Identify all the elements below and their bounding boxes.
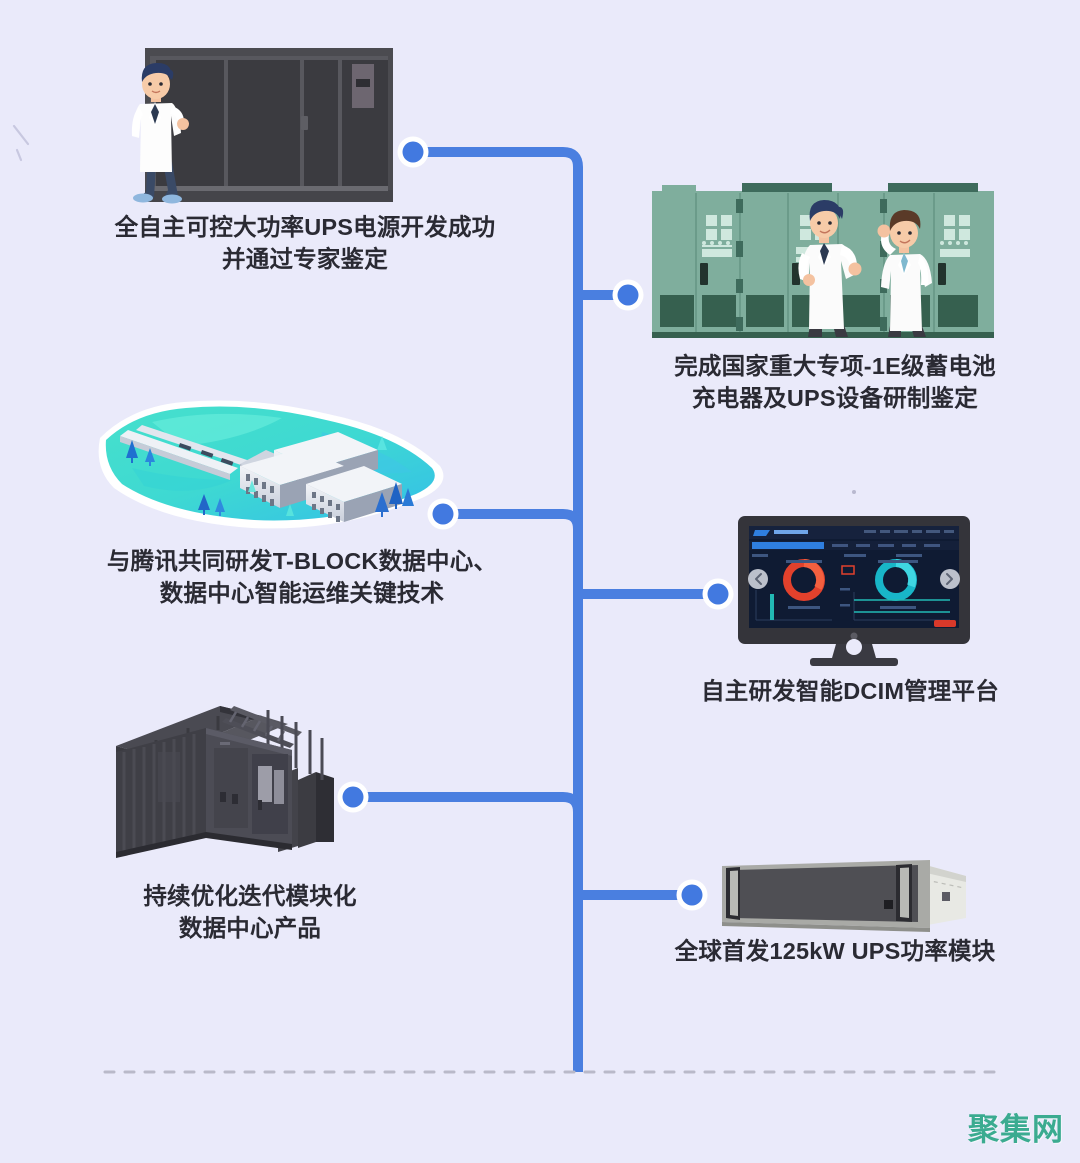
illustration-modular-container-datacenter <box>116 706 334 858</box>
caption-power-module: 全球首发125kW UPS功率模块 <box>674 938 996 964</box>
engineer-left <box>798 200 862 337</box>
trees <box>126 436 414 517</box>
illustration-rack-power-module <box>722 860 966 932</box>
watermark: 聚集网 <box>968 1112 1064 1147</box>
connector-dots <box>337 136 734 911</box>
engineer-right <box>877 210 932 337</box>
illustration-desktop-monitor-dashboard <box>738 516 970 666</box>
caption-dcim: 自主研发智能DCIM管理平台 <box>701 678 999 704</box>
caption-modular: 持续优化迭代模块化 数据中心产品 <box>143 883 357 941</box>
caption-battery-charger: 完成国家重大专项-1E级蓄电池 充电器及UPS设备研制鉴定 <box>674 353 996 411</box>
illustration-green-cabinets-two-engineers <box>652 183 994 338</box>
illustration-isometric-island-datacenter <box>98 400 444 529</box>
decorative-dot <box>852 490 856 494</box>
illustration-ups-cabinet-engineer <box>131 48 393 204</box>
caption-ups-dev: 全自主可控大功率UPS电源开发成功 并通过专家鉴定 <box>114 214 496 272</box>
engineer-figure <box>131 62 189 204</box>
decorative-mark <box>12 124 30 162</box>
caption-tblock: 与腾讯共同研发T-BLOCK数据中心、 数据中心智能运维关键技术 <box>106 548 498 606</box>
datacenter-buildings <box>240 432 402 522</box>
